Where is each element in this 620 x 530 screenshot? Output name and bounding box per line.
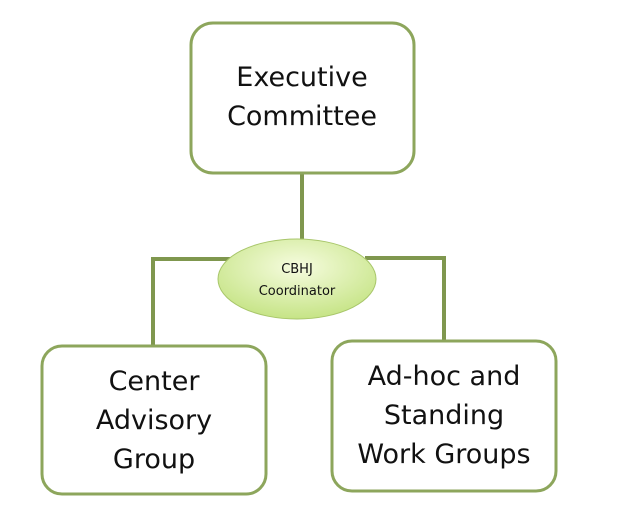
workgroups-line1: Ad-hoc and — [368, 361, 521, 392]
coordinator-line1: CBHJ — [281, 262, 313, 277]
center-advisory-group-box[interactable]: Center Advisory Group — [40, 344, 268, 496]
executive-line1: Executive — [236, 62, 367, 93]
advisory-line2: Advisory — [96, 405, 212, 436]
executive-line2: Committee — [227, 101, 377, 132]
work-groups-box[interactable]: Ad-hoc and Standing Work Groups — [330, 339, 558, 493]
cbhj-coordinator-ellipse[interactable]: CBHJ Coordinator — [217, 238, 377, 320]
coordinator-line2: Coordinator — [259, 284, 336, 299]
workgroups-line3: Work Groups — [357, 439, 530, 470]
connector-left — [151, 257, 230, 346]
workgroups-line2: Standing — [384, 400, 504, 431]
advisory-line3: Group — [113, 444, 195, 475]
connector-right — [365, 256, 446, 341]
advisory-line1: Center — [109, 366, 201, 397]
executive-committee-box[interactable]: Executive Committee — [189, 21, 416, 175]
connectors — [151, 173, 446, 346]
